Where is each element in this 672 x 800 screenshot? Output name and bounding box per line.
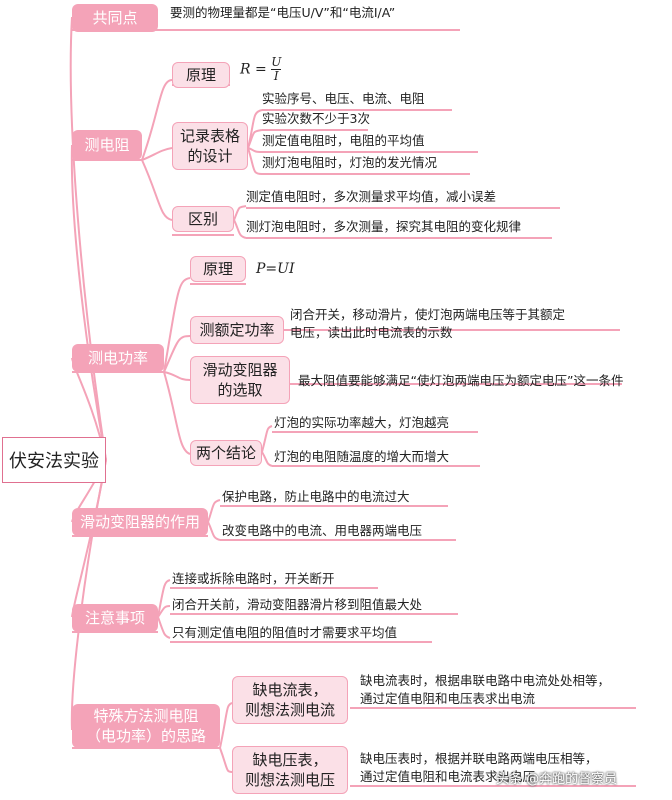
node-power: 测电功率	[72, 344, 164, 372]
leaf-no-voltmeter: 缺电压表时，根据并联电路两端电压相等， 通过定值电阻和电流表求出电压	[360, 751, 598, 784]
node-rheostat-choice: 滑动变阻器 的选取	[190, 356, 290, 404]
formula-power: P=UI	[256, 261, 295, 277]
leaf-table-1: 实验序号、电压、电流、电阻	[262, 91, 425, 106]
node-no-voltmeter: 缺电压表， 则想法测电压	[232, 746, 348, 794]
leaf-note-3: 只有测定值电阻的阻值时才需要求平均值	[172, 625, 398, 640]
node-no-ammeter: 缺电流表， 则想法测电流	[232, 676, 348, 724]
node-power-principle: 原理	[190, 256, 246, 282]
watermark: 头条 @奔跑的督察员	[496, 772, 618, 787]
leaf-common: 要测的物理量都是“电压U/V”和“电流I/A”	[170, 5, 396, 20]
leaf-difference-1: 测定值电阻时，多次测量求平均值，减小误差	[246, 189, 497, 204]
node-resistance-principle: 原理	[172, 62, 230, 88]
leaf-conclusion-1: 灯泡的实际功率越大，灯泡越亮	[274, 415, 450, 430]
node-rated-power: 测额定功率	[190, 316, 284, 344]
leaf-table-4: 测灯泡电阻时，灯泡的发光情况	[262, 155, 438, 170]
leaf-difference-2: 测灯泡电阻时，多次测量，探究其电阻的变化规律	[246, 219, 522, 234]
node-special-methods: 特殊方法测电阻 （电功率）的思路	[72, 704, 220, 748]
leaf-rheostat-choice: 最大阻值要能够满足“使灯泡两端电压为额定电压”这一条件	[298, 373, 624, 388]
node-resistance: 测电阻	[72, 130, 142, 160]
node-notes: 注意事项	[72, 604, 158, 632]
leaf-note-1: 连接或拆除电路时，开关断开	[172, 571, 335, 586]
leaf-note-2: 闭合开关前，滑动变阻器滑片移到阻值最大处	[172, 597, 423, 612]
node-two-conclusions: 两个结论	[190, 440, 262, 466]
root-node: 伏安法实验	[2, 437, 106, 483]
leaf-rated-power: 闭合开关，移动滑片，使灯泡两端电压等于其额定 电压，读出此时电流表的示数	[290, 307, 566, 340]
node-common: 共同点	[72, 4, 158, 32]
node-difference: 区别	[172, 206, 234, 232]
node-rheostat-role: 滑动变阻器的作用	[72, 508, 208, 536]
leaf-conclusion-2: 灯泡的电阻随温度的增大而增大	[274, 449, 450, 464]
leaf-rheostat-2: 改变电路中的电流、用电器两端电压	[222, 523, 423, 538]
node-record-table: 记录表格 的设计	[172, 122, 248, 170]
leaf-table-2: 实验次数不少于3次	[262, 111, 370, 126]
leaf-no-ammeter: 缺电流表时，根据串联电路中电流处处相等， 通过定值电阻和电压表求出电流	[360, 673, 611, 706]
leaf-table-3: 测定值电阻时，电阻的平均值	[262, 133, 425, 148]
leaf-rheostat-1: 保护电路，防止电路中的电流过大	[222, 489, 410, 504]
